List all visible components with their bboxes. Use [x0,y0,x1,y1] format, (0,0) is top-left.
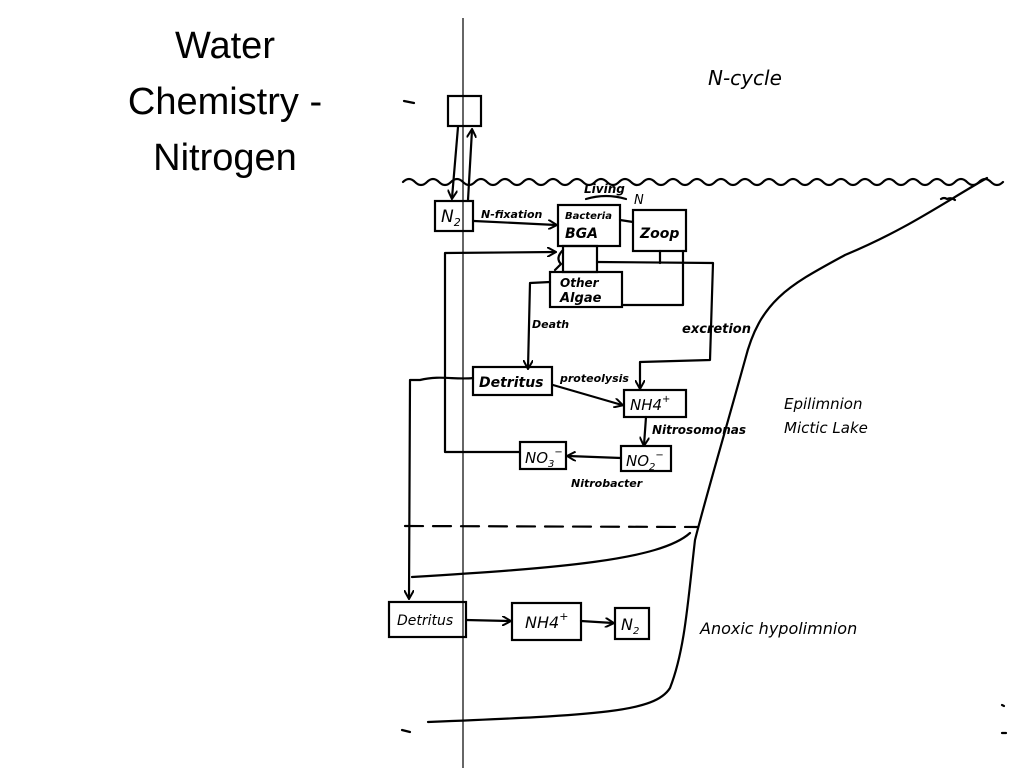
scan-mark [400,728,412,734]
lake-basin-shore [426,176,989,724]
surface-n2-box [433,199,475,233]
denitrification-arrow [579,621,613,623]
atmosphere-n2-box [446,94,483,128]
living-n-label: N [634,193,644,208]
excretion-label: excretion [682,322,751,337]
nitrobacter-arrow [568,456,623,458]
n2-lower-box [613,606,651,641]
living-scribble [584,194,628,201]
proteolysis-label: proteolysis [559,372,629,385]
title-line-2: Chemistry - [127,81,323,123]
detritus-upper-box [471,365,554,397]
nitrate-uptake-loop [443,252,555,454]
nitrosomonas-arrow [644,415,646,445]
excretion-loop [620,249,685,307]
nh4-upper-box [622,388,688,419]
scan-mark [1000,703,1006,708]
nitrobacter-label: Nitrobacter [571,477,643,490]
ammonification-arrow [464,620,510,621]
living-label: Living [584,182,625,196]
death-path [528,280,552,368]
detritus-lower-label: Detritus [397,613,453,629]
mictic-lake-label: Mictic Lake [784,419,868,437]
proteolysis-arrow [551,383,622,405]
no3-label: NO3− [525,447,563,470]
title-line-3: Nitrogen [153,137,297,179]
no3-box [518,440,568,471]
surface-n2-label: N2 [441,207,461,229]
lower-circulation-curve [410,531,692,579]
bacteria-label: Bacteria [565,211,612,222]
other-algae-label-1: Other [560,276,600,290]
water-surface [401,177,1005,187]
bga-label: BGA [565,226,598,242]
zoop-label: Zoop [639,226,679,242]
detritus-upper-label: Detritus [479,375,544,391]
thermocline [403,524,700,529]
n-fixation-label: N-fixation [481,208,543,221]
other-algae-label-2: Algae [559,291,602,306]
zoop-link [618,218,635,224]
nh4-upper-label: NH4+ [630,394,670,414]
epilimnion-label: Epilimnion [784,395,862,413]
n2-lower-label: N2 [621,615,639,637]
diagram-heading: N-cycle [708,66,782,90]
no2-label: NO2− [626,450,664,473]
detritus-sinking-line [409,376,475,598]
death-label: Death [532,318,569,331]
n2-down-arrow [452,125,460,198]
producer-curl [553,248,565,272]
excretion-path [595,260,715,388]
scan-mark [402,99,416,105]
nitrosomonas-label: Nitrosomonas [652,423,746,437]
hypolimnion-label: Anoxic hypolimnion [699,619,857,638]
title-line-1: Water [175,25,275,67]
n-fixation-arrow [472,221,556,225]
slide-title: Water Chemistry - Nitrogen [100,18,350,186]
producer-connector [561,244,599,274]
n2-up-arrow [468,130,472,202]
nh4-lower-label: NH4+ [525,610,568,632]
